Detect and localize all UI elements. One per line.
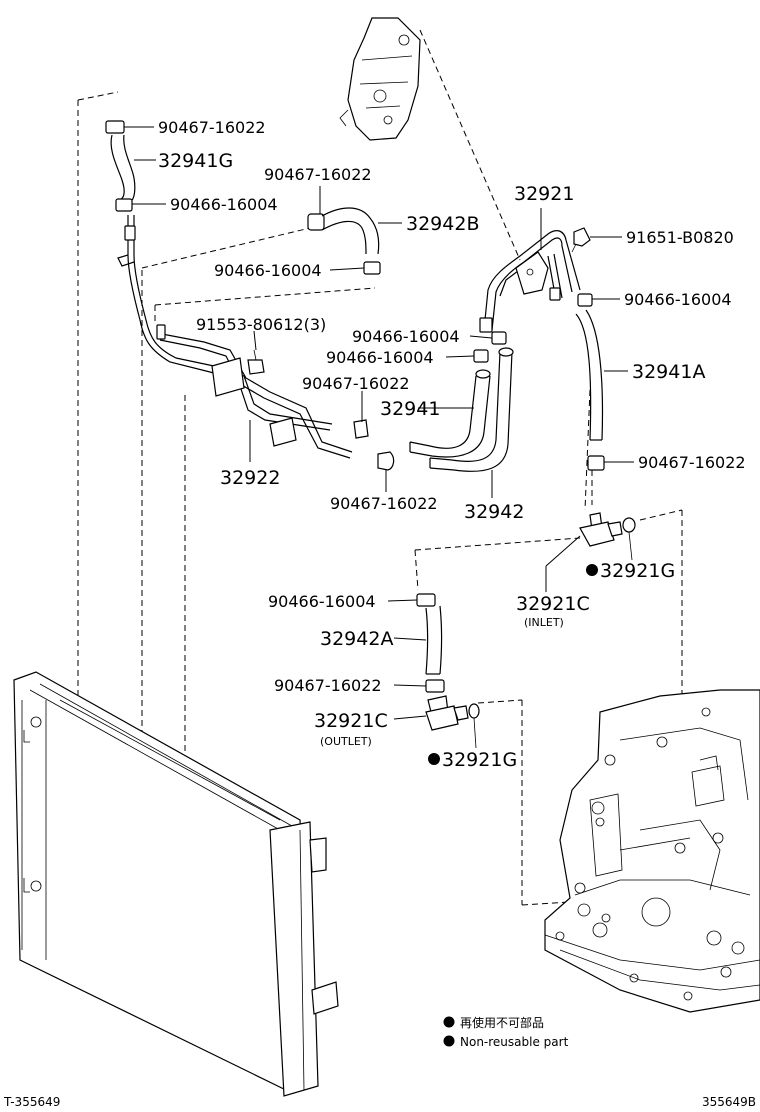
label-32942: 32942	[464, 501, 524, 523]
hose-32941	[409, 369, 491, 458]
label-90467-16022-b: 90467-16022	[264, 165, 372, 184]
label-32941g: 32941G	[158, 150, 233, 172]
engine-block	[544, 689, 760, 1013]
label-90466-16004-b: 90466-16004	[214, 261, 322, 280]
label-outlet: (OUTLET)	[320, 735, 372, 748]
hose-32942a	[416, 593, 445, 693]
label-90467-16022-a: 90467-16022	[158, 118, 266, 137]
non-reusable-dot-outlet	[428, 753, 440, 765]
label-90466-16004-e: 90466-16004	[326, 348, 434, 367]
legend-text-en: Non-reusable part	[460, 1035, 569, 1049]
hose-32941g	[105, 120, 136, 212]
label-32941a: 32941A	[632, 361, 705, 383]
label-32941: 32941	[380, 398, 440, 420]
label-90466-16004-a: 90466-16004	[170, 195, 278, 214]
fitting-32921c-inlet	[579, 512, 636, 561]
label-90466-16004-d: 90466-16004	[352, 327, 460, 346]
legend-dot-jp	[443, 1016, 455, 1028]
footer-code-right: 355649B	[702, 1095, 756, 1109]
label-32921: 32921	[514, 183, 574, 205]
legend: 再使用不可部品 Non-reusable part	[443, 1015, 569, 1049]
clamps-center	[353, 331, 507, 471]
bolt-91651	[571, 227, 591, 253]
footer-code-left: T-355649	[3, 1095, 60, 1109]
non-reusable-dot-inlet	[586, 564, 598, 576]
label-90466-16004-c: 90466-16004	[624, 290, 732, 309]
label-90467-16022-d: 90467-16022	[638, 453, 746, 472]
tube-32922	[117, 215, 353, 459]
label-32921c-a: 32921C	[516, 593, 590, 615]
radiator	[13, 671, 339, 1097]
label-90467-16022-c: 90467-16022	[302, 374, 410, 393]
fitting-32921c-outlet	[425, 695, 480, 749]
top-bracket	[339, 17, 421, 141]
legend-text-jp: 再使用不可部品	[460, 1015, 544, 1030]
label-32921g-a: 32921G	[600, 560, 675, 582]
legend-dot-en	[443, 1035, 455, 1047]
label-90467-16022-f: 90467-16022	[274, 676, 382, 695]
hose-32941a	[575, 293, 605, 471]
label-91553-80612: 91553-80612(3)	[196, 315, 326, 334]
label-inlet: (INLET)	[524, 616, 564, 629]
label-32922: 32922	[220, 467, 280, 489]
leader-lines	[124, 126, 634, 720]
pipe-32921	[479, 230, 581, 333]
label-32942a: 32942A	[320, 628, 393, 650]
part-labels: 90467-16022 32941G 90467-16022 90466-160…	[158, 118, 746, 771]
hose-32942	[429, 347, 514, 472]
label-90467-16022-e: 90467-16022	[330, 494, 438, 513]
label-32921g-b: 32921G	[442, 749, 517, 771]
label-32921c-b: 32921C	[314, 710, 388, 732]
label-91651-b0820: 91651-B0820	[626, 228, 734, 247]
label-90466-16004-f: 90466-16004	[268, 592, 376, 611]
bolt-91553	[247, 349, 265, 375]
label-32942b: 32942B	[406, 213, 479, 235]
